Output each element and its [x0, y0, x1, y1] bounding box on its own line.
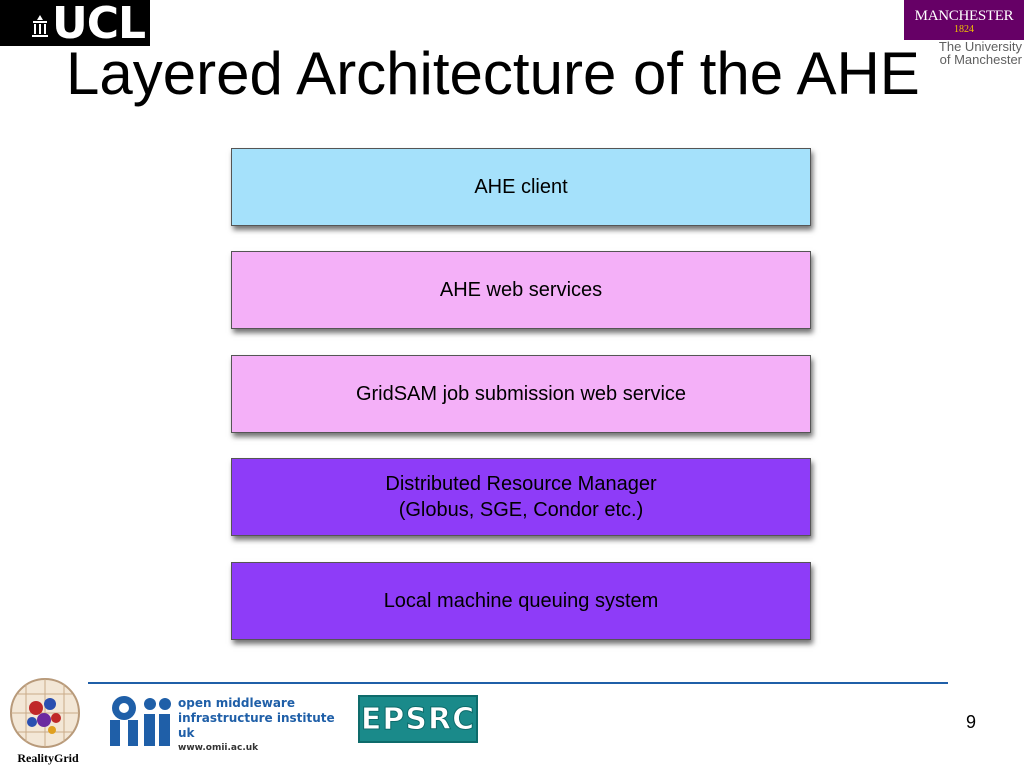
manchester-name: MANCHESTER [914, 8, 1014, 24]
manchester-subtitle: The University of Manchester [914, 40, 1022, 66]
layer-label-line: GridSAM job submission web service [355, 383, 687, 405]
layer-label: GridSAM job submission web service [356, 381, 686, 407]
layer-label: AHE client [474, 174, 567, 200]
layer-gridsam: GridSAM job submission web service [231, 355, 811, 433]
layer-local-queuing-system: Local machine queuing system [231, 562, 811, 640]
layer-ahe-client: AHE client [231, 148, 811, 226]
omii-line1: open middleware [178, 696, 295, 710]
footer-divider [88, 682, 948, 684]
layer-label: AHE web services [440, 277, 602, 303]
omii-line2: infrastructure institute uk [178, 711, 335, 740]
layer-distributed-resource-manager: Distributed Resource Manager (Globus, SG… [231, 458, 811, 536]
realitygrid-globe-icon [10, 678, 80, 748]
realitygrid-logo: RealityGrid [4, 676, 86, 768]
omii-mark-icon [110, 696, 171, 746]
epsrc-label: EPSRC [360, 701, 476, 737]
manchester-subtitle-line1: The University [938, 39, 1022, 54]
portico-icon [32, 15, 48, 37]
layer-label-line: Distributed Resource Manager [385, 473, 657, 495]
layer-ahe-web-services: AHE web services [231, 251, 811, 329]
layer-label: Local machine queuing system [384, 588, 659, 614]
ucl-logo: UCL [0, 0, 150, 46]
layer-label-line: AHE web services [439, 279, 603, 301]
epsrc-logo: EPSRC [358, 695, 478, 743]
layer-label-line: (Globus, SGE, Condor etc.) [398, 499, 644, 521]
omii-url: www.omii.ac.uk [178, 743, 259, 753]
omii-text: open middleware infrastructure institute… [178, 696, 348, 756]
manchester-logo: MANCHESTER 1824 [904, 0, 1024, 40]
omii-logo: open middleware infrastructure institute… [108, 688, 348, 753]
manchester-subtitle-line2: of Manchester [939, 52, 1022, 67]
layer-label-line: AHE client [474, 176, 568, 198]
page-title: Layered Architecture of the AHE [66, 40, 920, 107]
layer-label: Distributed Resource Manager (Globus, SG… [385, 471, 656, 523]
ucl-logo-text: UCL [52, 0, 146, 49]
manchester-year: 1824 [954, 24, 974, 35]
page-number: 9 [965, 712, 976, 732]
layer-label-line: Local machine queuing system [383, 590, 659, 612]
realitygrid-label: RealityGrid [17, 751, 79, 765]
